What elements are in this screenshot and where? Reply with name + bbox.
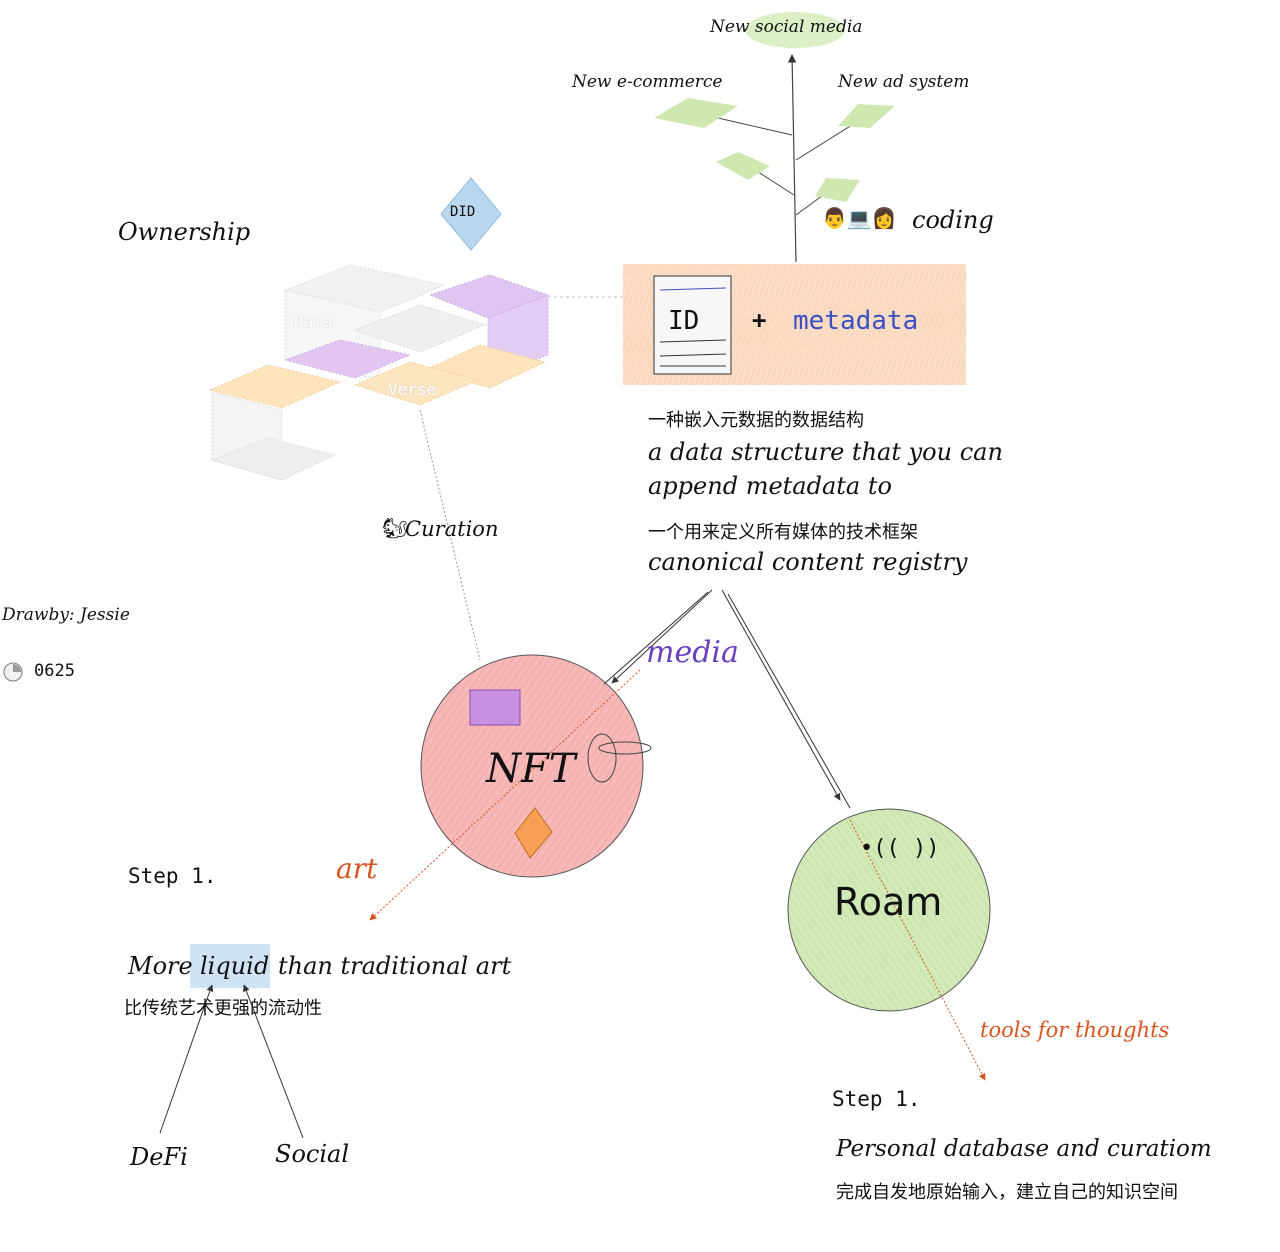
step-left-cn: 比传统艺术更强的流动性 [124,998,322,1019]
tools-for-thoughts-label: tools for thoughts [980,1018,1170,1042]
step-right-title: Step 1. [832,1087,921,1111]
art-arrow [369,669,641,921]
media-label: media [646,635,739,670]
definition-en-2: canonical content registry [648,548,968,576]
definition-cn-1: 一种嵌入元数据的数据结构 [648,410,864,431]
tree-leaf-right [838,104,895,128]
step-right-cn: 完成自发地原始输入，建立自己的知识空间 [836,1182,1178,1203]
id-card-line [659,287,727,291]
coding-label: coding [912,206,994,234]
id-card-line [659,339,727,343]
tree-label-left: New e-commerce [572,72,723,92]
block-purple-mid [283,339,412,379]
nft-orange-diamond [514,807,553,859]
nft-label: NFT [486,746,576,792]
nft-lasso-tail [598,741,652,755]
curation-emoji: 🐿 [382,516,408,540]
nft-lasso [587,733,617,783]
clock-icon [3,662,23,682]
step-right-en: Personal database and curatiom [836,1136,1212,1162]
definition-en-1-line2: append metadata to [648,472,892,500]
step-left-en-after: than traditional art [278,952,512,980]
roam-wave-icon: •(( )) [860,836,940,861]
roam-label: Roam [834,880,943,924]
tree-leaf-left [654,98,738,128]
id-card [653,275,732,375]
step-left-en-before: More [128,952,193,980]
coding-emoji: 👨💻👩 [822,206,897,230]
tree-leaf-lower-right [815,178,860,202]
id-card-line [659,353,727,357]
credit-date: 0625 [34,661,75,681]
arrow-defi-liquid [159,984,214,1134]
definition-en-1-line1: a data structure that you can [648,438,1003,466]
block-orange-mid [353,361,480,406]
arrow-roam-to-def [727,593,851,809]
arrow-def-to-roam [721,589,841,801]
ownership-label: Ownership [118,218,251,246]
verse-label: Verse [388,380,437,399]
arrow-social-liquid [243,984,304,1139]
block-orange-left [208,364,342,409]
liquid-highlight [190,944,270,988]
tree-label-right: New ad system [838,72,970,92]
tree-branch-left [704,113,793,136]
curation-line [419,409,481,661]
step-left-en-highlight: liquid [200,952,270,980]
did-label: DID [450,204,476,220]
tree-leaf-lower-left [716,152,770,180]
tree-group [654,12,895,263]
plus-sign: + [752,306,767,334]
tree-leaf-top [745,12,845,48]
tools-arrow [849,819,986,1081]
arrow-def-to-nft [611,589,713,684]
arrow-nft-to-def [603,591,709,685]
definition-cn-2: 一个用来定义所有媒体的技术框架 [648,522,918,543]
credit-author: Drawby: Jessie [2,605,130,625]
art-label: art [336,852,378,885]
roam-circle [787,808,991,1012]
data-label: Data [294,312,333,331]
social-label: Social [275,1140,349,1168]
nft-purple-rect [469,689,521,726]
metadata-label: metadata [793,306,919,336]
block-grey-mid [353,304,487,353]
defi-label: DeFi [130,1143,188,1171]
tree-trunk [787,54,797,263]
step-left-title: Step 1. [128,864,217,888]
metaverse-blocks [208,264,625,481]
curation-label: Curation [405,517,499,541]
id-label: ID [668,306,700,336]
block-grey-low-bottom [210,437,337,481]
did-diamond [440,177,502,251]
tree-label-top: New social media [710,17,863,37]
